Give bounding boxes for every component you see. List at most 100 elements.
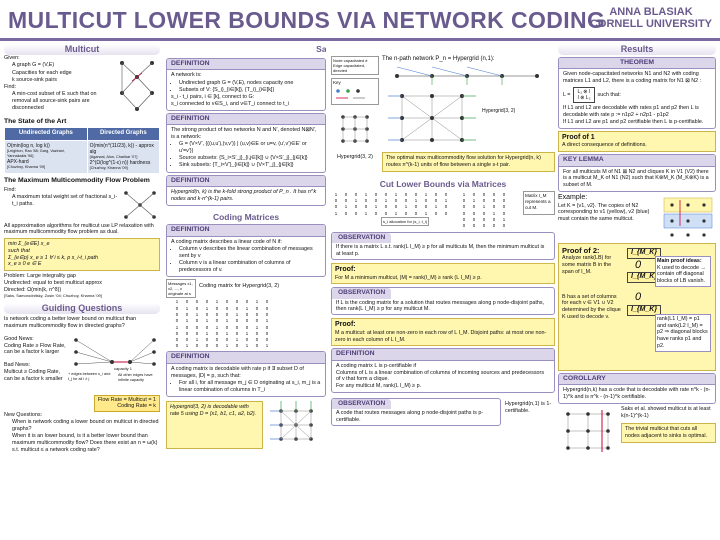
npath-title: The n-path network P_n = Hypergrid (n,1)… bbox=[382, 56, 495, 62]
given-label: Given: bbox=[4, 55, 20, 61]
saks-note: Saks et al. showed multicut is at least … bbox=[621, 405, 711, 419]
matrix-cell: 1 bbox=[334, 191, 338, 197]
observation-3: OBSERVATION A code that routes messages … bbox=[331, 397, 501, 426]
matrix-cell: 0 bbox=[185, 330, 189, 336]
matrix-cell: 0 bbox=[472, 216, 476, 222]
matrix-cell: 0 bbox=[414, 204, 418, 210]
section-header-results: Results bbox=[558, 44, 716, 55]
matrix-cell: 0 bbox=[472, 210, 476, 216]
multicut-intro: Given: A graph G = (V,E) Capacities for … bbox=[4, 55, 160, 115]
matrix-cell: 1 bbox=[195, 337, 199, 343]
matrix-cell: 1 bbox=[472, 198, 476, 204]
guiding-diagram bbox=[74, 338, 156, 366]
proof-2: Proof: M a multicut: at least one non-ze… bbox=[331, 318, 555, 347]
matrix-cell: 0 bbox=[424, 198, 428, 204]
matrix-cell: 0 bbox=[434, 191, 438, 197]
matrix-cell: 1 bbox=[205, 305, 209, 311]
matrix-cell: 1 bbox=[225, 330, 229, 336]
matrix-cell: 0 bbox=[215, 318, 219, 324]
matrix-cell: 0 bbox=[175, 318, 179, 324]
matrix-cell: 0 bbox=[265, 299, 269, 305]
matrix-cell: 0 bbox=[215, 305, 219, 311]
matrix-cell: 0 bbox=[255, 343, 259, 349]
affiliation: CORNELL UNIVERSITY bbox=[589, 18, 712, 31]
cut-heading: Cut Lower Bounds via Matrices bbox=[379, 178, 507, 189]
matrix-cell: 0 bbox=[265, 324, 269, 330]
matrix-cell: 1 bbox=[235, 312, 239, 318]
matrix-cell: 0 bbox=[404, 191, 408, 197]
matrix-cell: 0 bbox=[462, 223, 466, 229]
matrix-cell: 0 bbox=[245, 324, 249, 330]
matrix-cell: 0 bbox=[225, 324, 229, 330]
matrix-cell: 1 bbox=[502, 216, 506, 222]
matrix-cell: 1 bbox=[374, 204, 378, 210]
matrix-cell: 1 bbox=[205, 330, 209, 336]
max-flow-title: The Maximum Multicommodity Flow Problem bbox=[4, 177, 150, 185]
matrix-cell: 0 bbox=[414, 191, 418, 197]
matrix-cell: 1 bbox=[185, 343, 189, 349]
matrix-cell: 0 bbox=[394, 198, 398, 204]
block-matrix: I_{M_K} 0 I_{M_K} 0 I_{M_K} bbox=[627, 247, 662, 316]
title-divider bbox=[0, 38, 720, 41]
observation-2: OBSERVATION If L is the coding matrix fo… bbox=[331, 287, 555, 316]
matrix-cell: 0 bbox=[444, 204, 448, 210]
matrix-cell: 0 bbox=[265, 312, 269, 318]
matrix-cell: 0 bbox=[502, 210, 506, 216]
column-cut: Node capacitated ≠ Edge capacitated, dir… bbox=[331, 44, 555, 536]
matrix-cell: 0 bbox=[334, 204, 338, 210]
author-block: ANNA BLASIAK CORNELL UNIVERSITY bbox=[590, 6, 712, 30]
matrix-cell: 0 bbox=[374, 198, 378, 204]
matrix-cell: 1 bbox=[344, 204, 348, 210]
matrix-cell: 0 bbox=[502, 223, 506, 229]
matrix-cell: 0 bbox=[384, 204, 388, 210]
matrix-cell: 0 bbox=[205, 343, 209, 349]
matrix-cell: 1 bbox=[245, 305, 249, 311]
matrix-cell: 1 bbox=[482, 204, 486, 210]
matrix-cell: 0 bbox=[354, 191, 358, 197]
matrix-cell: 0 bbox=[225, 337, 229, 343]
matrix-cell: 0 bbox=[195, 299, 199, 305]
col-undirected: Undirected Graphs bbox=[4, 127, 88, 141]
matrix-cell: 0 bbox=[394, 204, 398, 210]
matrix-cell: 0 bbox=[215, 312, 219, 318]
matrix-cell: 0 bbox=[434, 210, 438, 216]
trivial-cut-diagram bbox=[566, 409, 610, 452]
theorem-box: THEOREM Given node-capacitated networks … bbox=[558, 57, 716, 129]
matrix-cell: 1 bbox=[185, 318, 189, 324]
matrix-cell: 0 bbox=[245, 337, 249, 343]
matrix-cell: 0 bbox=[265, 337, 269, 343]
column-multicut: Multicut Given: A graph G = (V,E) Capaci… bbox=[4, 44, 160, 536]
matrix-cell: 0 bbox=[492, 223, 496, 229]
matrix-cell: 0 bbox=[492, 216, 496, 222]
corollary: COROLLARY Hypergrid(n,k) has a code that… bbox=[558, 372, 716, 404]
section-header-multicut: Multicut bbox=[4, 44, 160, 55]
matrix-cell: 0 bbox=[225, 312, 229, 318]
matrix-cell: 0 bbox=[215, 330, 219, 336]
s-allocation-caption: s_i allocation for (s_i, t_i) bbox=[381, 216, 430, 226]
matrix-cell: 0 bbox=[344, 191, 348, 197]
matrix-cell: 1 bbox=[225, 343, 229, 349]
matrix-cell: 0 bbox=[462, 210, 466, 216]
matrix-cell: 0 bbox=[354, 210, 358, 216]
matrix-cell: 0 bbox=[374, 191, 378, 197]
observation-1: OBSERVATION If there is a matrix L s.t. … bbox=[331, 232, 555, 260]
matrix-cell: 0 bbox=[444, 191, 448, 197]
undirected-cell: O(min(log n, log k)) [Leighton, Rao '88;… bbox=[4, 139, 88, 175]
matrix-cell: 1 bbox=[492, 210, 496, 216]
matrix-cell: 0 bbox=[502, 191, 506, 197]
section-header-guiding: Guiding Questions bbox=[4, 303, 160, 315]
coding-matrix-title: Coding matrix for Hypergrid(3, 2) bbox=[199, 283, 280, 290]
column-saks: Saks et al. Construction: The Hypergrid … bbox=[166, 44, 326, 536]
matrix-cell: 0 bbox=[235, 330, 239, 336]
matrix-cell: 0 bbox=[245, 318, 249, 324]
matrix-cell: 0 bbox=[492, 198, 496, 204]
matrix-cell: 0 bbox=[195, 324, 199, 330]
matrix-cell: 0 bbox=[502, 204, 506, 210]
matrix-cell: 0 bbox=[255, 305, 259, 311]
def-hypergrid: DEFINITION Hypergrid(n, k) is the k-fold… bbox=[166, 174, 326, 206]
matrix-cell: 0 bbox=[205, 337, 209, 343]
